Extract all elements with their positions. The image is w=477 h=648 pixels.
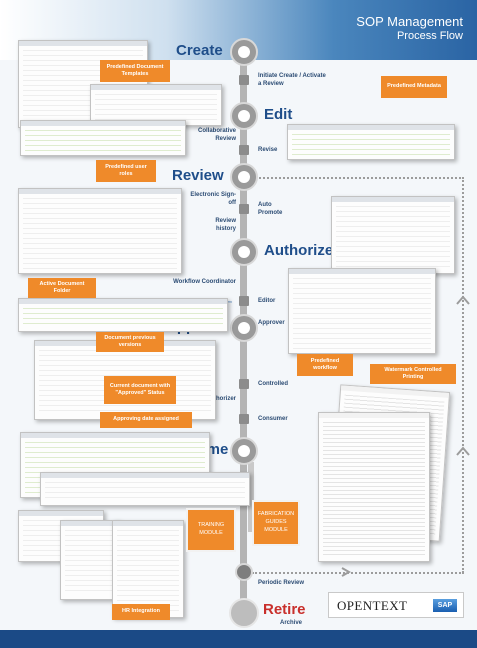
label-consumer: Consumer (258, 416, 288, 422)
callout-watermark: Watermark Controlled Printing (370, 364, 456, 384)
callout-predefined-user-roles: Predefined user roles (96, 160, 156, 182)
label-revise: Revise (258, 147, 278, 153)
label-collaborative-review: Collaborative Review (197, 128, 236, 142)
screenshot-review-history (18, 188, 182, 274)
screenshot-auto-promote (331, 196, 455, 274)
screenshot-hr-tree (60, 520, 120, 600)
loop-line-top (252, 177, 464, 179)
tick-auto-promote (239, 204, 249, 214)
screenshot-metadata (287, 124, 455, 160)
screenshot-hr-directory (112, 520, 184, 618)
label-electronic-signoff: Electronic Sign-off (190, 192, 236, 206)
sap-logo: SAP (433, 599, 457, 612)
loop-line-bottom (252, 572, 464, 574)
label-periodic-review: Periodic Review (258, 580, 305, 586)
label-review-history: Review history (215, 218, 236, 232)
arrowhead-up-1 (456, 295, 470, 305)
label-workflow-coordinator: Workflow Coordinator (173, 279, 236, 285)
label-controlled: Controlled (258, 381, 288, 387)
brand-logo-box: OPENTEXT SAP (328, 592, 464, 618)
callout-predefined-metadata: Predefined Metadata (381, 76, 447, 98)
label-archive: Archive (280, 620, 303, 626)
node-approve (230, 314, 258, 342)
callout-hr-integration: HR Integration (112, 604, 170, 620)
tick-revise (239, 145, 249, 155)
label-authorizer: Authorizer (206, 396, 236, 402)
header-subtitle: Process Flow (396, 30, 463, 42)
tick-editor (239, 296, 249, 306)
stage-authorize: Authorize (264, 242, 334, 259)
node-create (230, 38, 258, 66)
stage-review: Review (172, 167, 224, 184)
screenshot-workflow (288, 268, 436, 354)
node-review (230, 163, 258, 191)
screenshot-consume-table (40, 472, 250, 506)
label-editor: Editor (258, 298, 276, 304)
node-consume (230, 437, 258, 465)
tick-consumer (239, 414, 249, 424)
stage-retire: Retire (263, 601, 306, 618)
arrowhead-periodic (341, 567, 352, 577)
stage-edit: Edit (264, 106, 293, 123)
arrowhead-up-2 (456, 446, 470, 456)
label-initiate: Initiate Create / Activate a Review (258, 73, 326, 87)
screenshot-active-folder (18, 298, 228, 332)
callout-current-document-status: Current document with "Approved" Status (104, 376, 176, 404)
callout-document-previous-versions: Document previous versions (96, 332, 164, 352)
callout-predefined-templates: Predefined Document Templates (100, 60, 170, 82)
tick-controlled (239, 379, 249, 389)
tick-initiate (239, 75, 249, 85)
label-approver: Approver (258, 320, 285, 326)
opentext-logo: OPENTEXT (337, 598, 408, 613)
timeline-branch (248, 462, 254, 532)
label-auto-promote: Auto Promote (258, 202, 283, 216)
module-training: TRAINING MODULE (186, 508, 236, 552)
header-title: SOP Management (356, 14, 463, 29)
stage-create: Create (176, 42, 223, 59)
node-authorize (230, 238, 258, 266)
callout-predefined-workflow: Predefined workflow (297, 354, 353, 376)
node-retire (229, 598, 259, 628)
footer-bar (0, 630, 477, 648)
node-periodic-review (235, 563, 253, 581)
screenshot-controlled-print-front (318, 412, 430, 562)
callout-approving-date: Approving date assigned (100, 412, 192, 428)
screenshot-user-roles (20, 120, 186, 156)
module-fabrication-guides: FABRICATION GUIDES MODULE (252, 500, 300, 546)
screenshot-create-dialog (90, 84, 222, 126)
callout-active-document-folder: Active Document Folder (28, 278, 96, 298)
loop-line-right (462, 177, 464, 573)
node-edit (230, 102, 258, 130)
